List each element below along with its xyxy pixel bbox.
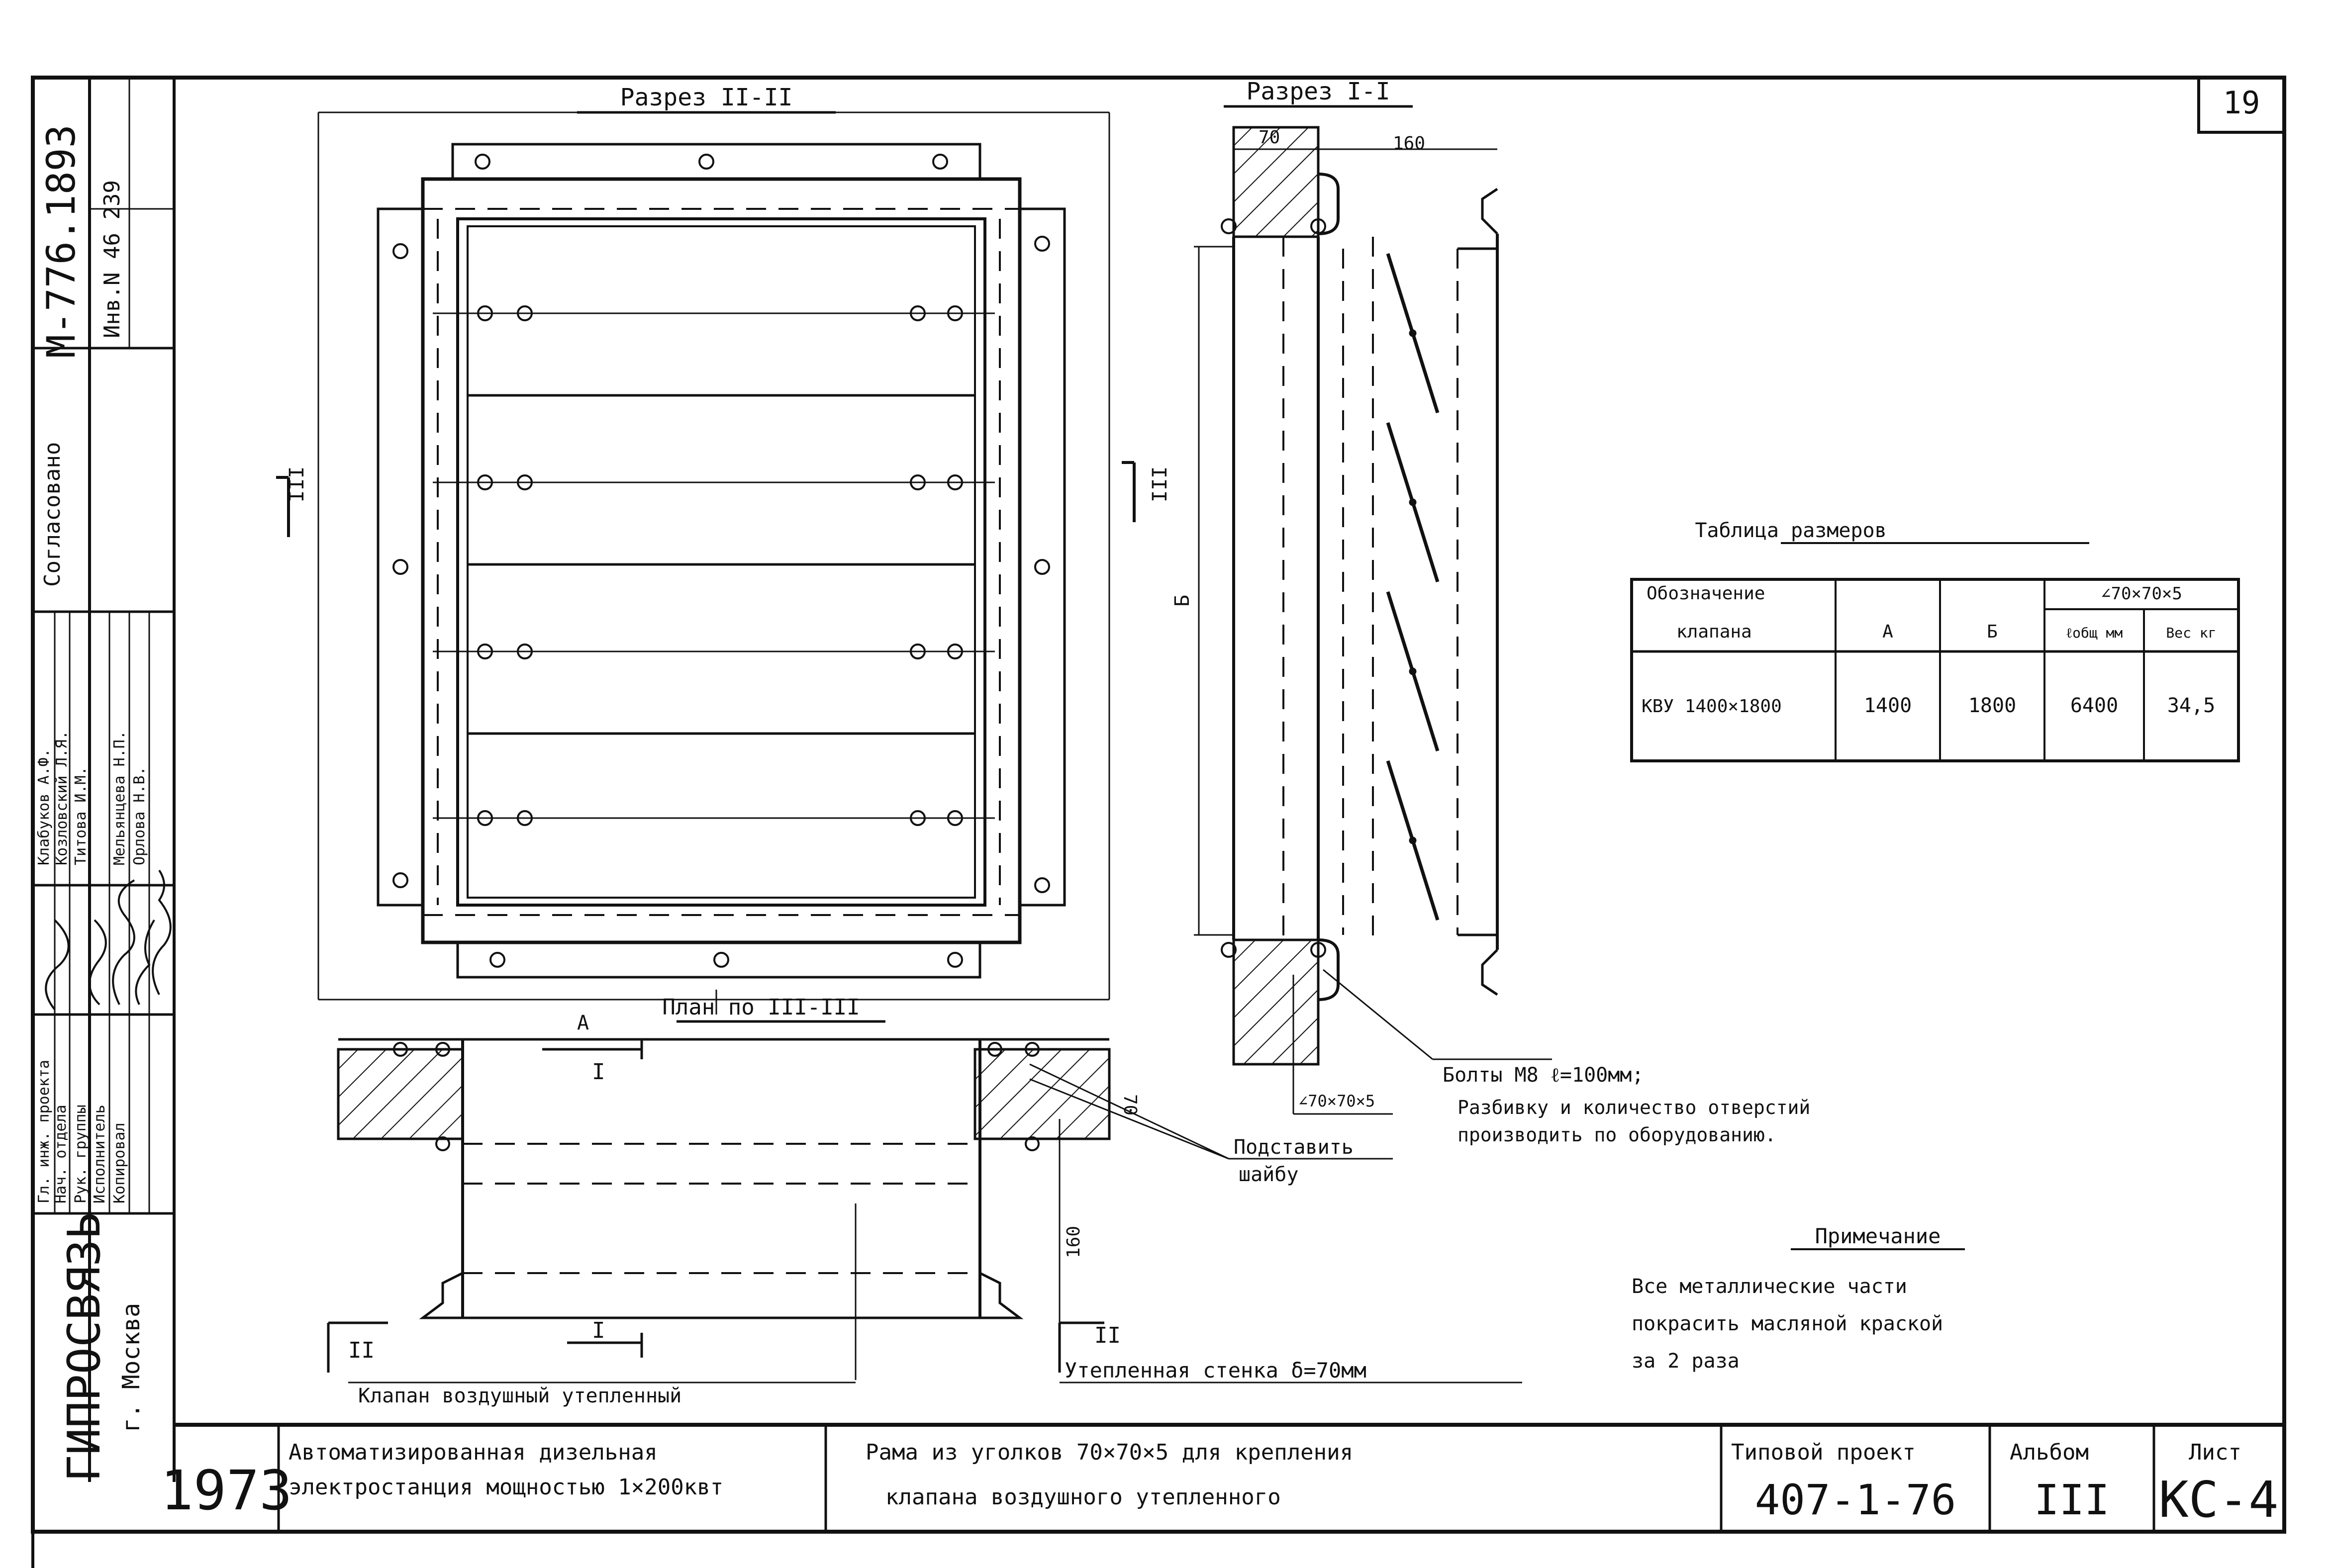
role-chief-engineer: Гл. инж. проекта [35,1060,53,1203]
sheet-label: Лист [2189,1440,2241,1465]
plan-view [327,1038,1111,1380]
project-name-line-2: электростанция мощностью 1×200квт [289,1475,723,1500]
sheet-frame [31,76,2286,1568]
dims-table-header-weight: Вес кг [2166,625,2216,641]
dims-table-header-length: ℓобщ мм [2066,625,2123,641]
project-number: 407-1-76 [1755,1476,1956,1524]
section-mark-3-right-label: III [1149,466,1171,502]
angle-label: ∠70×70×5 [1298,1092,1375,1110]
inv-number: Инв.N 46 239 [99,180,125,338]
name-2: Козловский Л.Я. [53,731,71,865]
dims-table-cell-b: 1800 [1968,694,2016,717]
name-1: Клабуков А.Ф. [35,748,53,865]
signatures [45,869,172,1011]
dims-table-header-designation-2: клапана [1676,622,1752,642]
dim-160-side: 160 [1393,133,1425,154]
role-copier: Копировал [111,1122,128,1203]
album-label: Альбом [2010,1440,2089,1465]
note-title: Примечание [1815,1224,1941,1248]
sheet-code: КС-4 [2159,1471,2279,1529]
dims-table-cell-designation: КВУ 1400×1800 [1642,696,1782,717]
section-mark-3-left-label: III [286,466,308,502]
dims-table-grid [1630,578,2240,762]
leader-lines [1029,969,1552,1384]
front-view-bolts [392,154,1050,968]
title-block [174,1423,2284,1532]
name-3: Титова И.М. [72,766,90,865]
name-5: Орлова Н.В. [131,766,148,865]
drawing-title-line-1: Рама из уголков 70×70×5 для крепления [866,1440,1353,1465]
dim-70-side: 70 [1259,127,1280,148]
sheet-number: 19 [2223,85,2260,121]
dims-table-header-designation: Обозначение [1647,583,1765,604]
dims-table-cell-length: 6400 [2070,694,2118,717]
left-strip [33,78,176,1482]
section-2-mark-right: II [1094,1323,1121,1348]
city-name: г. Москва [117,1303,145,1432]
organization-name: ГИПРОСВЯЗЬ [58,1212,110,1482]
doc-number: М-776.1893 [39,124,84,358]
dims-table-cell-weight: 34,5 [2167,694,2215,717]
section-1-mark-bottom: I [592,1318,605,1343]
project-label: Типовой проект [1731,1440,1916,1465]
dim-a-plan: А [577,1012,589,1034]
dims-table-title: Таблица размеров [1695,519,1886,542]
plan-title: План по III-III [662,995,860,1020]
drawing-title-line-2: клапана воздушного утепленного [885,1484,1281,1510]
section-mark-3-left [276,476,290,537]
wall-note: Утепленная стенка δ=70мм [1065,1358,1366,1383]
dims-table-header-angle: ∠70×70×5 [2101,584,2182,604]
section-1-mark-top: I [592,1059,605,1085]
role-group-head: Рук. группы [72,1105,90,1203]
bolts-note-2: Разбивку и количество отверстий [1458,1097,1810,1118]
front-view [317,111,1110,1015]
project-name-line-1: Автоматизированная дизельная [289,1440,658,1465]
role-executor: Исполнитель [91,1105,108,1203]
section-1-title: Разрез I-I [1247,78,1390,105]
section-2-mark-left: II [348,1338,375,1363]
bolts-note-1: Болты М8 ℓ=100мм; [1443,1064,1644,1087]
section-2-title: Разрез II-II [620,84,793,111]
washer-note-2: шайбу [1239,1163,1298,1186]
section-mark-3-right [1122,461,1136,522]
name-4: Мельянцева Н.П. [111,731,128,865]
dim-b-side: Б [1171,595,1194,607]
dims-table-header-a: А [1882,622,1893,642]
role-dept-head: Нач. отдела [52,1105,70,1203]
washer-note-1: Подставить [1234,1136,1354,1159]
note-line-3: за 2 раза [1632,1350,1740,1373]
bolts-note-3: производить по оборудованию. [1458,1124,1776,1146]
dims-table-header-b: Б [1987,622,1998,642]
approved-label: Согласовано [40,442,65,587]
dims-table-cell-a: 1400 [1864,694,1912,717]
album-number: III [2034,1476,2110,1524]
side-view [1194,126,1499,1066]
note-line-1: Все металлические части [1632,1275,1907,1298]
year: 1973 [161,1459,292,1522]
valve-note: Клапан воздушный утепленный [358,1384,681,1407]
dim-160-plan: 160 [1064,1226,1084,1258]
note-line-2: покрасить масляной краской [1632,1312,1943,1335]
